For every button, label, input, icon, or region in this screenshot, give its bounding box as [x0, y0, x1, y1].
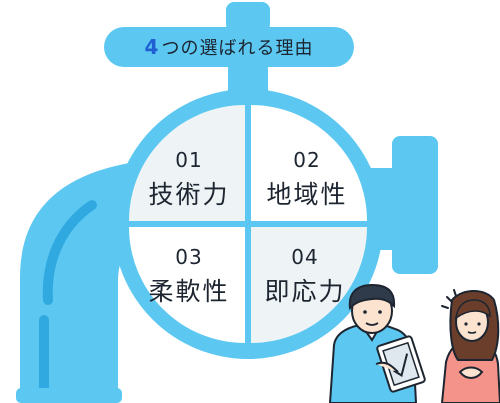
right-cap: [392, 136, 438, 274]
header-title: 4 つの選ばれる理由: [104, 27, 354, 67]
reason-number: 03: [175, 245, 203, 269]
reason-02: 02 地域性: [252, 148, 362, 212]
header-pill: [104, 27, 354, 67]
pipe-shade-curve: [42, 200, 97, 305]
reason-label: 柔軟性: [148, 277, 230, 306]
woman-illustration: [440, 289, 500, 403]
quadrant-04-bg: [251, 227, 367, 343]
reason-number: 04: [291, 245, 319, 269]
header-title-text: つの選ばれる理由: [161, 38, 314, 59]
faucet-mouth: [16, 388, 122, 403]
reason-03: 03 柔軟性: [134, 245, 244, 309]
reason-label: 即応力: [264, 277, 346, 306]
reason-number: 02: [293, 148, 321, 172]
reason-01: 01 技術力: [134, 148, 244, 212]
quadrant-01-bg: [129, 105, 245, 221]
reason-label: 技術力: [148, 180, 230, 209]
quadrant-02-bg: [251, 105, 367, 221]
faucet-top-stem: [226, 2, 270, 32]
reason-04: 04 即応力: [250, 245, 360, 309]
quadrant-03-bg: [129, 227, 245, 343]
main-circle: [113, 89, 383, 359]
reason-label: 地域性: [266, 180, 348, 209]
header-count: 4: [144, 35, 160, 59]
reason-number: 01: [175, 148, 203, 172]
worker-illustration: [328, 283, 426, 403]
